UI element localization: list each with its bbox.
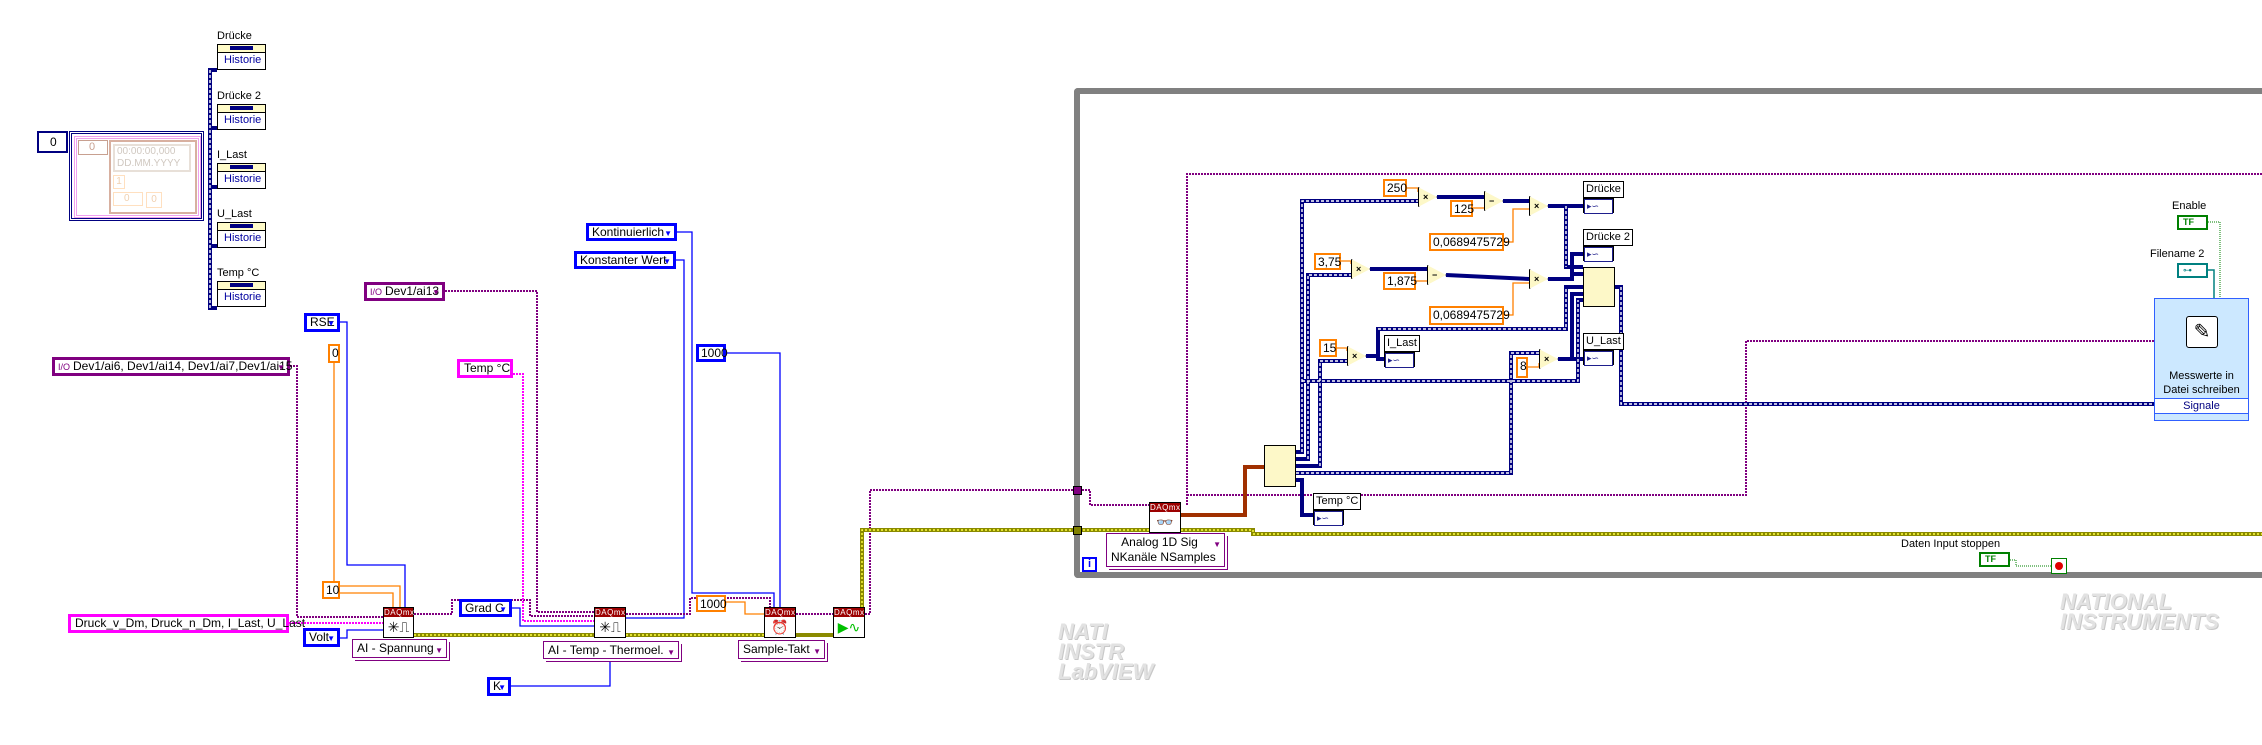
stop-control[interactable]: TF xyxy=(1979,552,2010,567)
history-label: Drücke xyxy=(217,30,252,42)
build-array-node[interactable] xyxy=(1583,267,1615,307)
waveform-wire xyxy=(1181,465,1264,517)
const-8[interactable]: 8 xyxy=(1516,357,1528,378)
daqmx-start-task[interactable]: DAQmx▶∿ xyxy=(833,607,865,638)
thermocouple-type-enum[interactable]: K xyxy=(487,677,511,696)
sample-mode-enum[interactable]: Kontinuierlich xyxy=(586,223,677,241)
signals-input[interactable]: Signale xyxy=(2155,398,2248,414)
index-array-node[interactable] xyxy=(1264,445,1296,487)
units-enum[interactable]: Volt xyxy=(303,628,340,647)
timing-vi-selector[interactable]: Sample-Takt xyxy=(738,640,825,659)
index-control[interactable]: 0 xyxy=(37,131,68,153)
waveform-indicator[interactable]: ▸∽ xyxy=(1583,246,1614,262)
daqmx-read[interactable]: DAQmx👓 xyxy=(1149,502,1181,533)
create-channel-icon: ✳⎍ xyxy=(387,619,410,635)
clock-icon: ⏰ xyxy=(771,619,789,635)
history-label: I_Last xyxy=(217,149,247,161)
inner-index[interactable]: 0 xyxy=(78,140,108,155)
pencil-disk-icon: ✎ xyxy=(2186,316,2218,348)
history-label: U_Last xyxy=(217,208,252,220)
waveform-indicator[interactable]: ▸∽ xyxy=(1313,510,1344,526)
numeric-wires xyxy=(333,363,764,615)
history-property-node[interactable]: Historie xyxy=(217,222,266,248)
const-15[interactable]: 15 xyxy=(1319,339,1337,357)
waveform-indicator-label: I_Last xyxy=(1384,335,1420,352)
rate-const[interactable]: 1000 xyxy=(696,344,728,362)
waveform-indicator-label: Temp °C xyxy=(1313,493,1362,510)
daqmx-timing[interactable]: DAQmx⏰ xyxy=(764,607,796,638)
history-property-node[interactable]: Historie xyxy=(217,281,266,307)
voltage-vi-selector[interactable]: AI - Spannung xyxy=(352,639,447,658)
const-3-75[interactable]: 3,75 xyxy=(1314,253,1341,270)
temp-channel-name[interactable]: Temp °C xyxy=(457,359,513,378)
io-icon: I/O xyxy=(370,287,383,297)
history-label: Drücke 2 xyxy=(217,90,262,102)
waveform-indicator[interactable]: ▸∽ xyxy=(1583,350,1614,366)
temp-units-enum[interactable]: Grad C xyxy=(459,599,512,617)
samples-const[interactable]: 1000 xyxy=(696,595,727,612)
stop-label: Daten Input stoppen xyxy=(1901,538,2001,550)
waveform-indicator-label: U_Last xyxy=(1583,333,1624,350)
daqmx-create-channel-temp[interactable]: DAQmx✳⎍ xyxy=(594,607,626,638)
error-tunnel xyxy=(1073,526,1082,535)
cjc-source-enum[interactable]: Konstanter Wert xyxy=(574,251,676,269)
string-wires xyxy=(289,373,594,624)
create-channel-icon: ✳⎍ xyxy=(599,619,621,635)
numeric-2[interactable]: 0 xyxy=(146,192,162,208)
waveform-indicator-label: Drücke xyxy=(1583,181,1624,198)
daqmx-create-channel-voltage[interactable]: DAQmx✳⎍ xyxy=(383,607,414,638)
max-value-const[interactable]: 10 xyxy=(322,581,340,599)
history-bus-wire xyxy=(208,68,217,310)
play-icon: ▶∿ xyxy=(837,619,861,635)
const-factor-2[interactable]: 0,0689475729 xyxy=(1429,306,1510,325)
waveform-icon: ▸∽ xyxy=(1314,511,1343,526)
enable-control[interactable]: TF xyxy=(2177,215,2208,230)
glasses-icon: 👓 xyxy=(1156,514,1174,530)
filename-label: Filename 2 xyxy=(2150,248,2205,260)
waveform-indicator[interactable]: ▸∽ xyxy=(1583,198,1614,214)
const-factor-1[interactable]: 0,0689475729 xyxy=(1429,233,1510,251)
enable-label: Enable xyxy=(2172,200,2207,212)
min-value-const[interactable]: 0 xyxy=(328,344,340,363)
io-icon: I/O xyxy=(58,362,71,372)
while-loop[interactable] xyxy=(1074,88,2262,578)
stop-icon xyxy=(2055,562,2063,570)
history-property-node[interactable]: Historie xyxy=(217,104,266,130)
voltage-channel-names[interactable]: Druck_v_Dm, Druck_n_Dm, I_Last, U_Last xyxy=(68,614,305,633)
history-property-node[interactable]: Historie xyxy=(217,163,266,189)
task-tunnel xyxy=(1073,486,1082,495)
history-label: Temp °C xyxy=(217,267,260,279)
stop-terminal[interactable] xyxy=(2051,558,2067,574)
enum-wires xyxy=(340,231,781,687)
const-250[interactable]: 250 xyxy=(1383,179,1407,197)
filename-control[interactable]: ⊶ xyxy=(2177,263,2208,278)
history-property-node[interactable]: Historie xyxy=(217,44,266,70)
task-wires xyxy=(290,173,2262,618)
waveform-indicator[interactable]: ▸∽ xyxy=(1384,352,1415,368)
waveform-icon: ▸∽ xyxy=(1385,353,1414,368)
waveform-icon: ▸∽ xyxy=(1584,351,1613,366)
waveform-icon: ▸∽ xyxy=(1584,199,1613,214)
iteration-terminal: i xyxy=(1082,557,1097,572)
inner-index-2[interactable]: 0 xyxy=(113,192,143,206)
terminal-config-enum[interactable]: RSE xyxy=(304,313,340,332)
numeric-1[interactable]: 1 xyxy=(113,175,125,189)
waveform-icon: ▸∽ xyxy=(1584,247,1613,262)
waveform-indicator-label: Drücke 2 xyxy=(1583,229,1634,246)
const-1-875[interactable]: 1,875 xyxy=(1383,272,1417,290)
const-125[interactable]: 125 xyxy=(1450,200,1474,217)
temp-vi-selector[interactable]: AI - Temp - Thermoel. xyxy=(543,641,679,660)
